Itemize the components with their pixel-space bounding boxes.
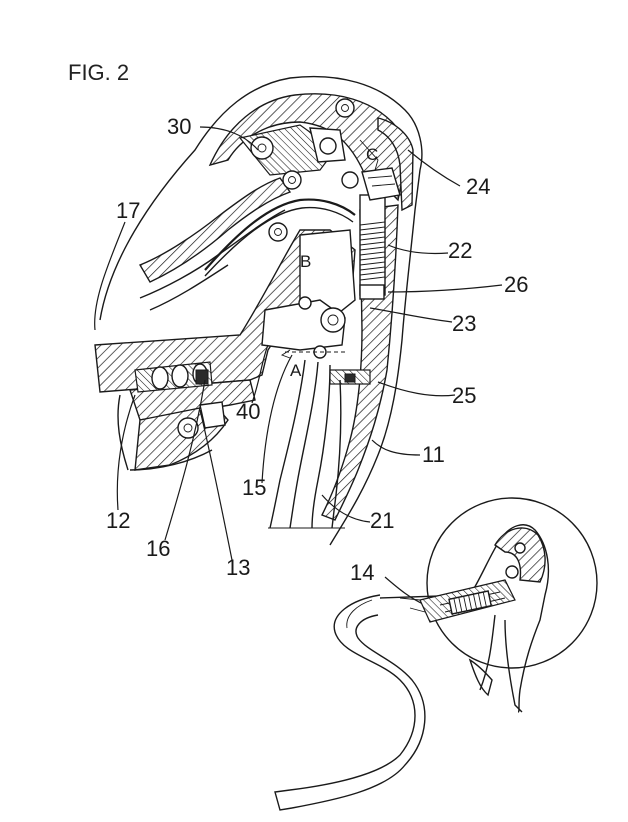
label-21: 21	[370, 508, 394, 533]
label-22: 22	[448, 238, 472, 263]
label-C: C	[366, 145, 378, 164]
label-25: 25	[452, 383, 476, 408]
label-30: 30	[167, 114, 191, 139]
label-23: 23	[452, 311, 476, 336]
label-B: B	[300, 252, 311, 271]
label-26: 26	[504, 272, 528, 297]
main-section-view	[94, 75, 423, 546]
label-17: 17	[116, 198, 140, 223]
label-15: 15	[242, 475, 266, 500]
label-24: 24	[466, 174, 490, 199]
figure-title: FIG. 2	[68, 60, 130, 85]
label-13: 13	[226, 555, 250, 580]
spring-assembly	[359, 167, 401, 300]
label-12: 12	[106, 508, 130, 533]
overview-view	[274, 497, 598, 811]
label-11: 11	[422, 442, 445, 467]
label-14: 14	[350, 560, 374, 585]
label-40: 40	[236, 399, 260, 424]
upper-mechanism	[238, 98, 379, 190]
reference-labels: 30 17 24 22 26 23 25 11 40 15 12 16 13 2…	[106, 114, 528, 585]
leader-lines	[94, 126, 503, 606]
label-A: A	[290, 361, 302, 380]
label-16: 16	[146, 536, 170, 561]
